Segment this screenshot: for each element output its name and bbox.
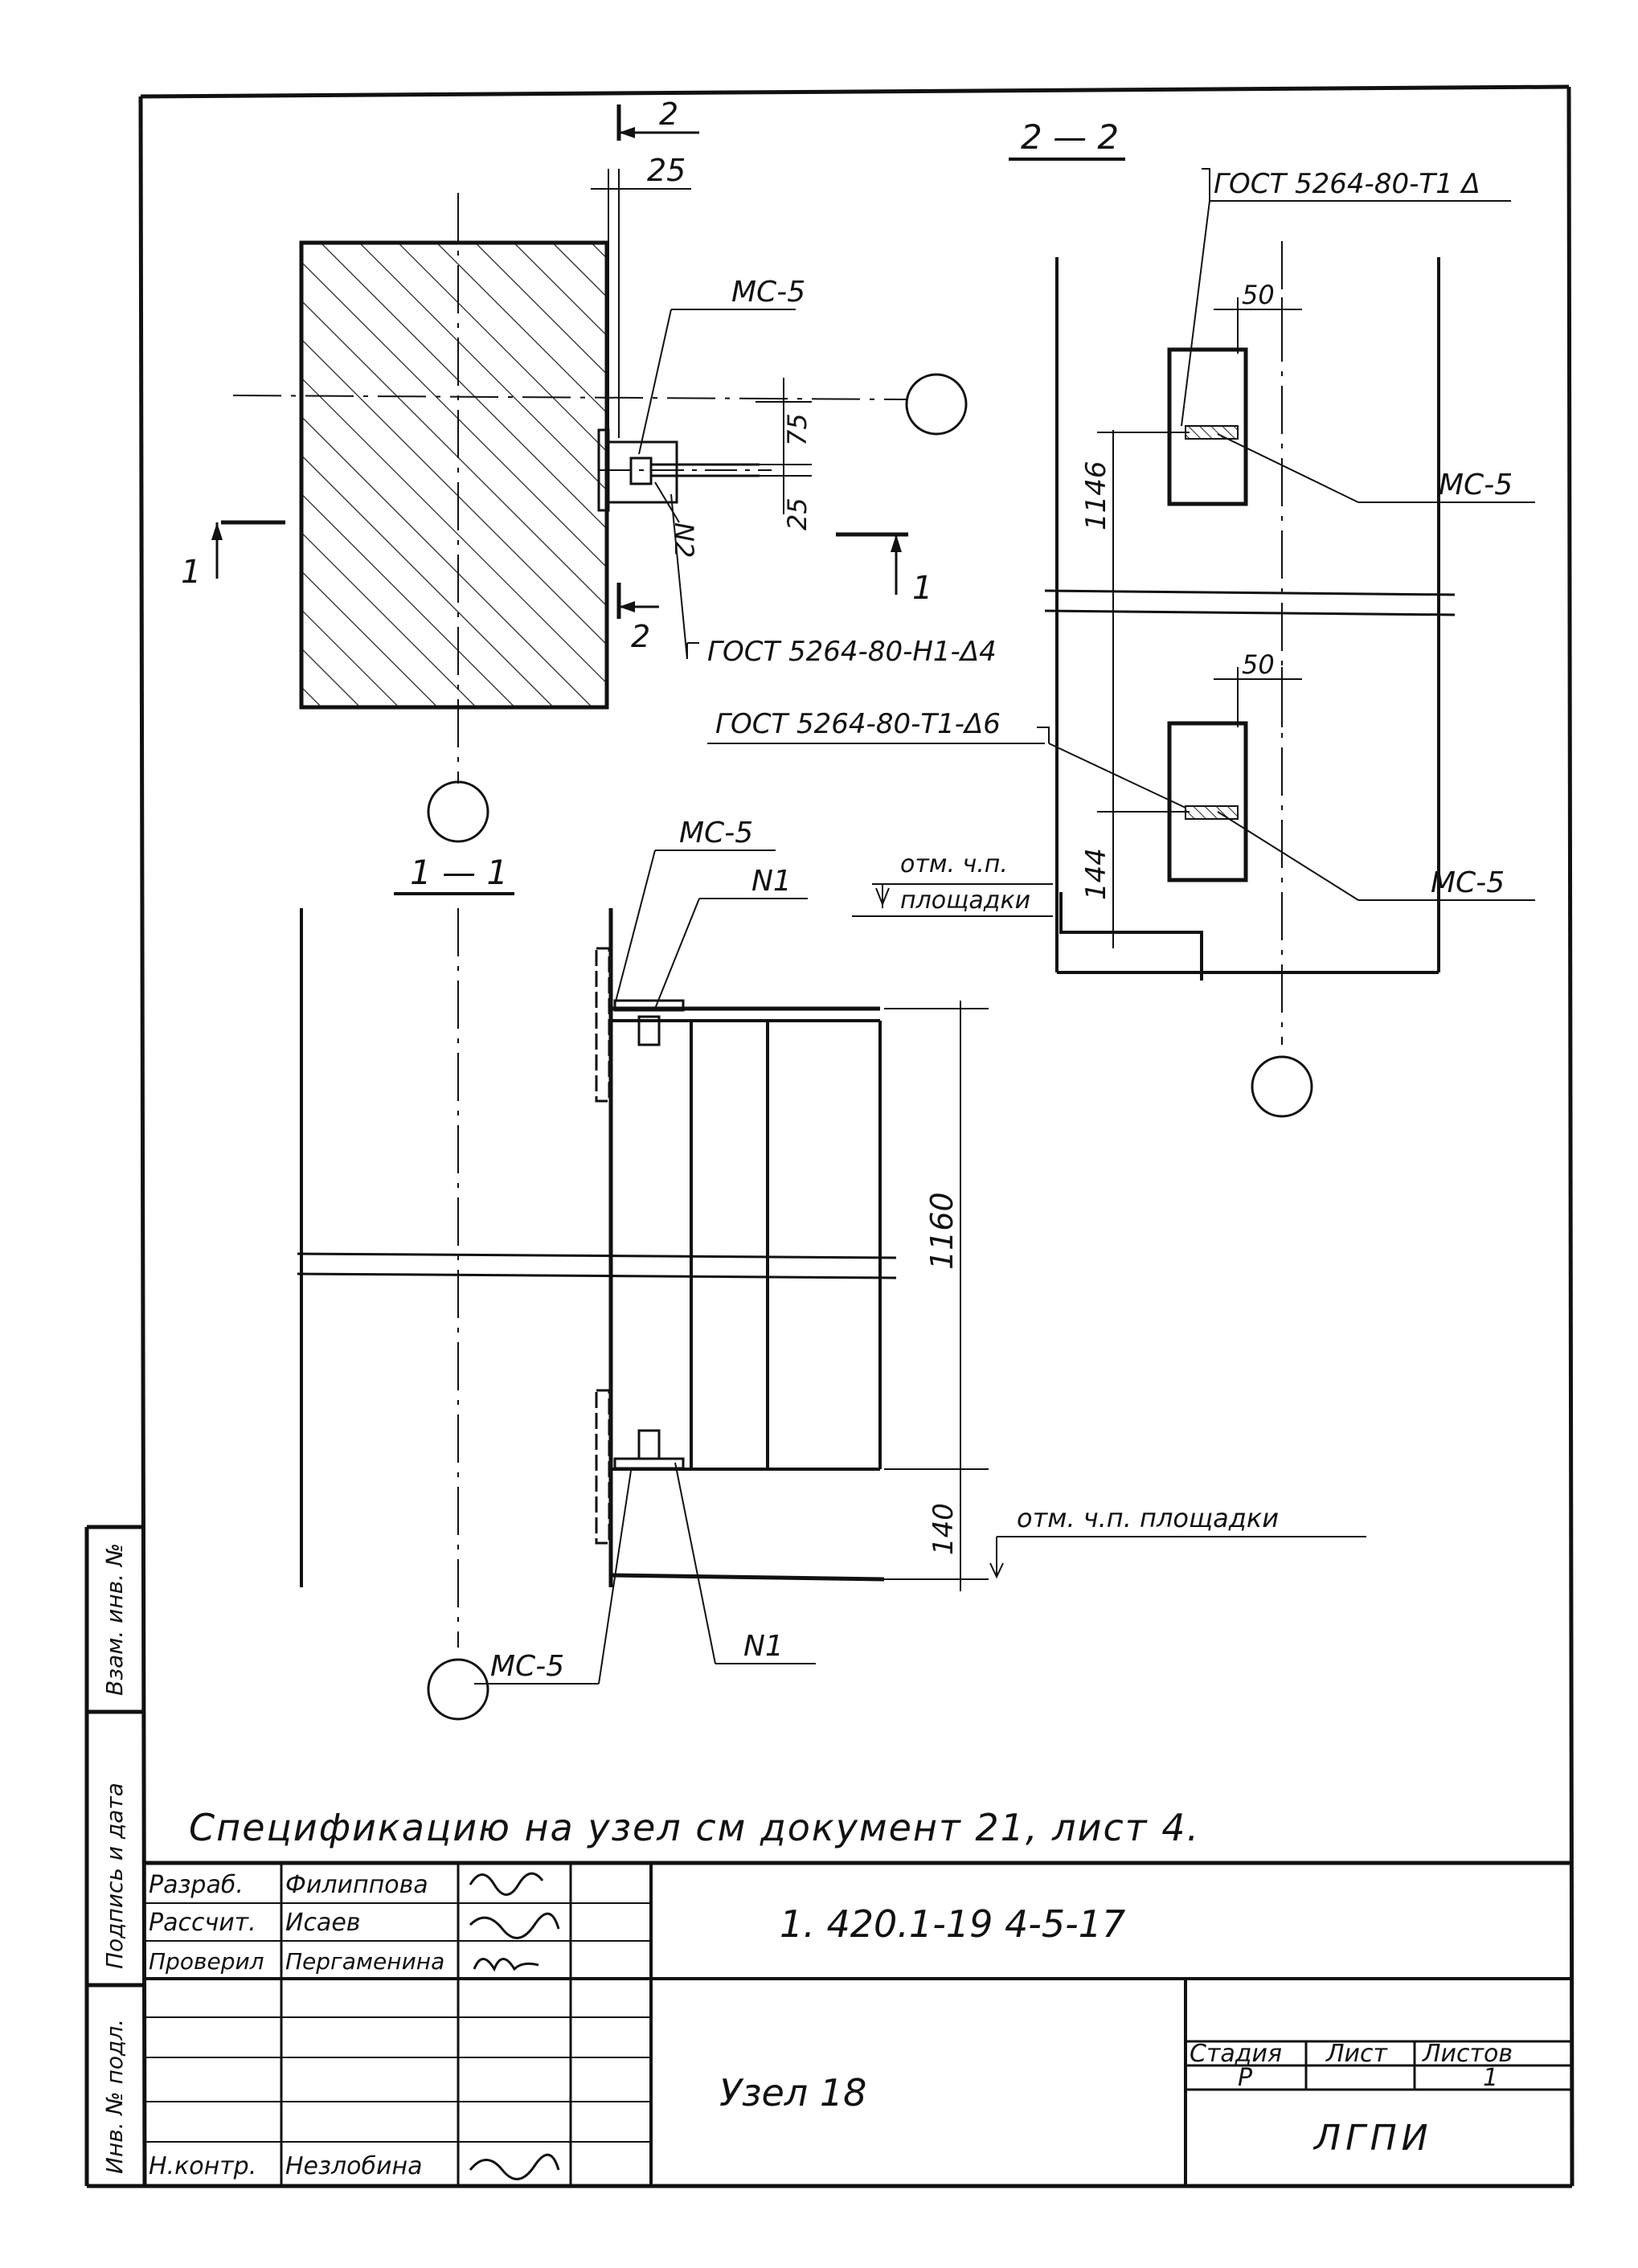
section-1-1: 1 — 1 МС-5 N1 xyxy=(297,817,1366,1721)
tb-name-0: Филиппова xyxy=(285,1871,428,1899)
tb-stage-label: Стадия xyxy=(1190,2040,1282,2068)
axis-marker-plan-right xyxy=(905,373,968,436)
label-n1-top: N1 xyxy=(751,865,792,898)
label-gost-t1-top: ГОСТ 5264-80-Т1 Δ xyxy=(1214,168,1480,200)
tb-role-1: Рассчит. xyxy=(149,1909,256,1937)
tb-role-2: Проверил xyxy=(149,1948,264,1975)
dim-25-top: 25 xyxy=(647,153,686,188)
dim-1146: 1146 xyxy=(1080,461,1112,530)
cut-label-2-top: 2 xyxy=(659,96,678,132)
axis-marker-plan-bottom xyxy=(427,780,489,843)
hatched-column xyxy=(299,240,609,710)
specification-note: Спецификацию на узел см документ 21, лис… xyxy=(189,1806,1200,1849)
label-mc5-s11-top: МС-5 xyxy=(679,817,753,849)
label-n2: N2 xyxy=(669,522,699,558)
axis-marker-1-1 xyxy=(427,1658,489,1721)
tb-sheets-label: Листов xyxy=(1422,2040,1513,2068)
dim-140: 140 xyxy=(928,1503,960,1555)
side-stamp-vzam: Взам. инв. № xyxy=(101,1543,128,1696)
section-title-2-2: 2 — 2 xyxy=(1021,117,1119,157)
tb-org: ЛГПИ xyxy=(1312,2118,1433,2159)
cut-label-1-right: 1 xyxy=(912,570,932,607)
side-stamp-podpis: Подпись и дата xyxy=(101,1783,128,1969)
cut-label-1-left: 1 xyxy=(181,554,201,591)
dim-75: 75 xyxy=(782,413,813,446)
title-block xyxy=(145,1861,1572,2186)
label-mc5-plan: МС-5 xyxy=(731,276,805,309)
tb-name-2: Пергаменина xyxy=(285,1948,444,1975)
dim-1160: 1160 xyxy=(924,1192,960,1270)
tb-sheet-label: Лист xyxy=(1325,2040,1389,2068)
sheet-frame xyxy=(84,84,1575,2188)
tb-name-6: Незлобина xyxy=(285,2152,423,2180)
dim-50-upper: 50 xyxy=(1242,280,1275,310)
label-gost-t1-d6: ГОСТ 5264-80-Т1-Δ6 xyxy=(715,708,1001,740)
side-stamp-inv: Инв. № подл. xyxy=(101,2019,128,2174)
tb-role-6: Н.контр. xyxy=(149,2152,256,2180)
label-mc5-s11-bot: МС-5 xyxy=(490,1650,564,1683)
dim-144: 144 xyxy=(1080,848,1112,900)
section-title-1-1: 1 — 1 xyxy=(410,853,508,892)
tb-title: Узел 18 xyxy=(719,2071,866,2114)
tb-sheets: 1 xyxy=(1483,2064,1498,2092)
plan-view: МС-5 25 2 2 75 25 N2 ГОСТ 5264-80-Н1-Δ4 xyxy=(181,96,997,843)
label-otm-b: площадки xyxy=(900,886,1030,915)
label-otm-s11: отм. ч.п. площадки xyxy=(1017,1503,1279,1533)
label-gost-h1: ГОСТ 5264-80-Н1-Δ4 xyxy=(707,636,997,668)
label-mc5-r2: МС-5 xyxy=(1431,866,1505,899)
label-n1-bot: N1 xyxy=(743,1630,784,1663)
section-2-2: 2 — 2 50 50 1146 144 xyxy=(707,117,1535,1118)
dim-25-side: 25 xyxy=(782,497,813,530)
label-otm-a: отм. ч.п. xyxy=(900,850,1008,878)
label-mc5-r1: МС-5 xyxy=(1439,469,1513,501)
axis-marker-2-2 xyxy=(1251,1055,1313,1118)
dim-50-lower: 50 xyxy=(1242,649,1275,680)
cut-label-2-bottom: 2 xyxy=(631,619,650,654)
tb-name-1: Исаев xyxy=(285,1909,360,1937)
tb-role-0: Разраб. xyxy=(149,1871,244,1899)
signatures xyxy=(469,1872,560,2180)
tb-doc-code: 1. 420.1-19 4-5-17 xyxy=(780,1902,1125,1946)
tb-stage: Р xyxy=(1238,2064,1253,2092)
